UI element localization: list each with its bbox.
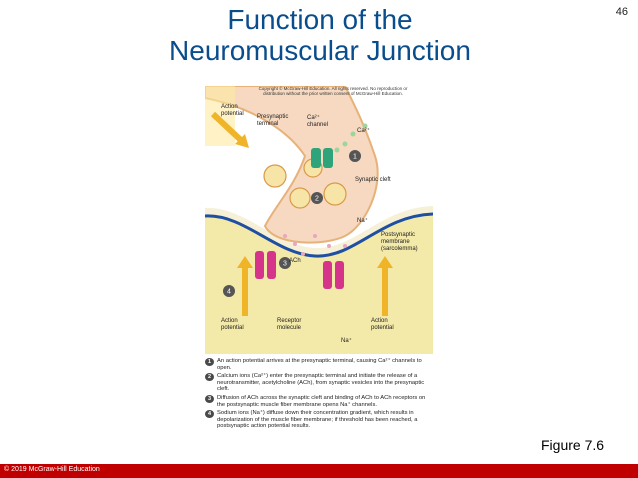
step-item: 4 Sodium ions (Na⁺) diffuse down their c… [205, 410, 433, 430]
label-action-right-1: Action [371, 318, 388, 324]
calcium-ions [334, 123, 368, 153]
label-receptor-1: Receptor [277, 318, 301, 324]
figure-copyright: Copyright © McGraw-Hill Education. All r… [233, 86, 433, 96]
axon-myelin [205, 86, 235, 146]
step-marker-4-label: 4 [227, 289, 231, 296]
footer-copyright: © 2019 McGraw-Hill Education [4, 466, 100, 473]
slide-title: Function of the Neuromuscular Junction [110, 4, 530, 66]
step-marker-1-label: 1 [353, 154, 357, 161]
label-ca-ion: Ca²⁺ [357, 127, 370, 134]
label-postsynaptic-3: (sarcolemma) [381, 246, 418, 252]
footer-bar: © 2019 McGraw-Hill Education [0, 464, 638, 478]
step-marker-2-label: 2 [315, 196, 319, 203]
step-number: 2 [205, 373, 214, 382]
label-action-left-1: Action [221, 318, 238, 324]
synaptic-vesicles [263, 158, 347, 209]
slide-number: 46 [615, 6, 628, 18]
copyright-line1: Copyright © McGraw-Hill Education. All r… [258, 86, 408, 91]
label-action-left-2: potential [221, 325, 244, 331]
step-number: 4 [205, 410, 214, 419]
label-postsynaptic-2: membrane [381, 239, 410, 245]
label-ca-channel-1: Ca²⁺ [307, 114, 320, 121]
postsynaptic-membrane [204, 212, 434, 258]
slide-title-line2: Neuromuscular Junction [169, 35, 471, 66]
neuromuscular-junction-figure: 1 2 3 4 Action potential Presynaptic ter… [204, 85, 434, 468]
label-presynaptic-1: Presynaptic [257, 114, 288, 120]
label-ach: ACh [289, 258, 301, 264]
label-action-potential-top-1: Action [221, 104, 238, 110]
step-marker-3 [279, 257, 291, 269]
ach-receptors [255, 251, 344, 289]
step-item: 1 An action potential arrives at the pre… [205, 358, 433, 371]
step-item: 2 Calcium ions (Ca²⁺) enter the presynap… [205, 373, 433, 393]
label-postsynaptic-1: Postsynaptic [381, 232, 415, 238]
step-item: 3 Diffusion of ACh across the synaptic c… [205, 394, 433, 408]
figure-steps: 1 An action potential arrives at the pre… [205, 358, 433, 432]
label-action-potential-top-2: potential [221, 111, 244, 117]
step-text: Calcium ions (Ca²⁺) enter the presynapti… [217, 373, 425, 393]
label-na-bottom: Na⁺ [341, 337, 352, 344]
step-marker-1 [349, 150, 361, 162]
synaptic-cleft-region [205, 206, 433, 257]
acetylcholine-molecules [283, 234, 347, 256]
junction-diagram: 1 2 3 4 Action potential Presynaptic ter… [204, 85, 434, 356]
action-potential-arrow-top [210, 111, 248, 147]
step-marker-3-label: 3 [283, 261, 287, 268]
step-text: Diffusion of ACh across the synaptic cle… [217, 394, 426, 408]
label-receptor-2: molecule [277, 325, 302, 331]
figure-label: Figure 7.6 [541, 437, 605, 453]
label-na-top: Na⁺ [357, 217, 368, 224]
step-number: 3 [205, 394, 214, 403]
step-text: Sodium ions (Na⁺) diffuse down their con… [217, 410, 418, 430]
slide-title-line1: Function of the [227, 4, 413, 35]
label-synaptic-cleft: Synaptic cleft [355, 177, 391, 183]
step-marker-4 [223, 285, 235, 297]
step-number: 1 [205, 358, 214, 366]
calcium-channel [311, 148, 321, 168]
step-text: An action potential arrives at the presy… [217, 358, 422, 371]
label-ca-channel-2: channel [307, 122, 328, 128]
label-action-right-2: potential [371, 325, 394, 331]
step-marker-2 [311, 192, 323, 204]
copyright-line2: distribution without the prior written c… [263, 91, 403, 96]
muscle-fiber-region [205, 214, 433, 354]
label-presynaptic-2: terminal [257, 121, 278, 127]
